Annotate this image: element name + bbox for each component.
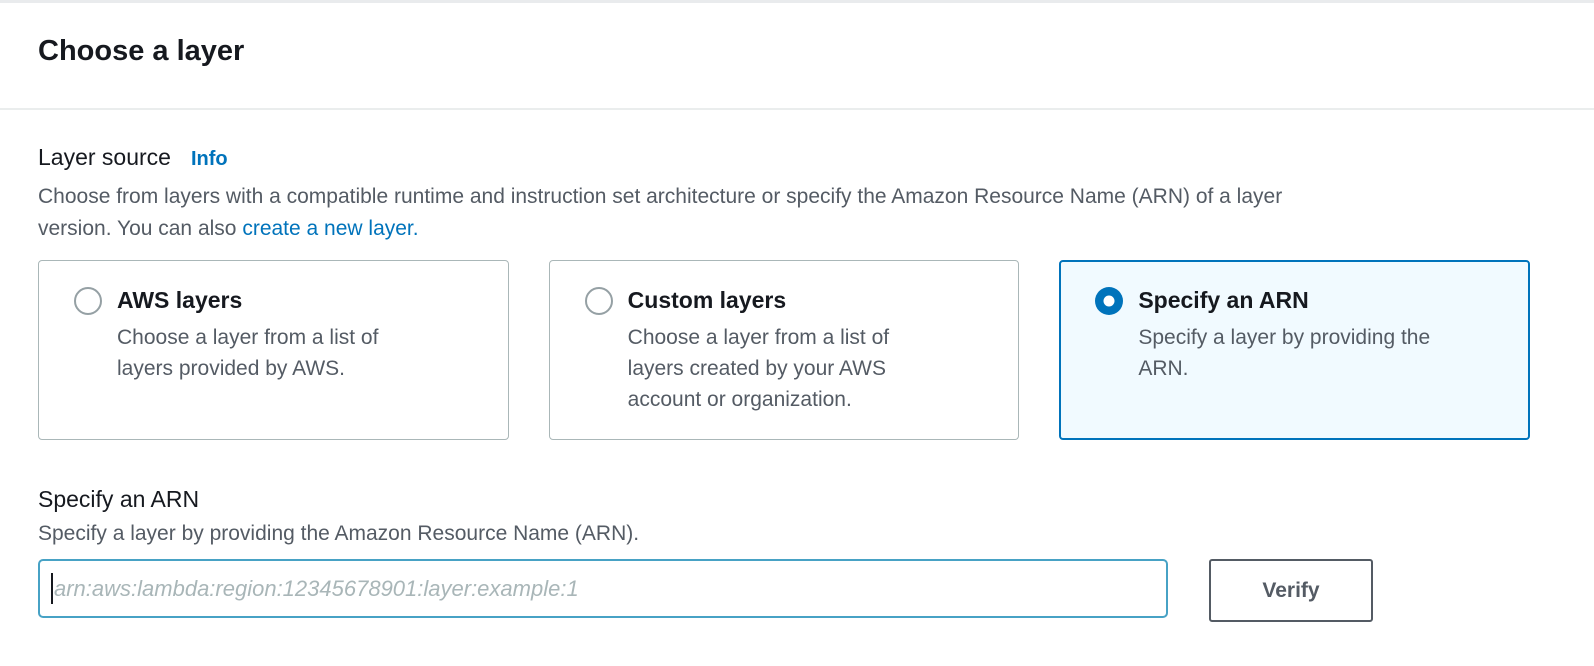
layer-source-options: AWS layers Choose a layer from a list of… xyxy=(38,260,1530,440)
option-text: Specify an ARN Specify a layer by provid… xyxy=(1138,285,1450,384)
layer-source-description: Choose from layers with a compatible run… xyxy=(38,181,1530,245)
panel-top-edge xyxy=(0,0,1594,3)
arn-input[interactable] xyxy=(38,559,1168,618)
layer-source-label-row: Layer source Info xyxy=(38,144,1530,171)
layer-source-label: Layer source xyxy=(38,144,171,170)
arn-input-row: Verify xyxy=(38,559,1530,622)
text-caret xyxy=(51,573,53,604)
create-new-layer-link[interactable]: create a new layer. xyxy=(242,217,419,240)
option-card-aws-layers[interactable]: AWS layers Choose a layer from a list of… xyxy=(38,260,509,440)
verify-button[interactable]: Verify xyxy=(1209,559,1373,622)
page-title: Choose a layer xyxy=(38,35,245,67)
layer-source-description-line2: version. You can also xyxy=(38,217,237,240)
option-text: Custom layers Choose a layer from a list… xyxy=(628,285,940,415)
radio-selected-icon[interactable] xyxy=(1095,287,1124,315)
radio-icon[interactable] xyxy=(584,287,613,315)
option-card-custom-layers[interactable]: Custom layers Choose a layer from a list… xyxy=(548,260,1020,440)
option-description: Choose a layer from a list of layers cre… xyxy=(627,326,890,411)
arn-input-wrap xyxy=(38,559,1168,618)
option-card-specify-arn[interactable]: Specify an ARN Specify a layer by provid… xyxy=(1059,260,1530,440)
layer-source-description-line1: Choose from layers with a compatible run… xyxy=(38,185,1283,208)
specify-arn-description: Specify a layer by providing the Amazon … xyxy=(38,522,640,545)
option-title: Custom layers xyxy=(627,287,787,313)
option-title: Specify an ARN xyxy=(1138,287,1309,313)
panel-header: Choose a layer xyxy=(0,3,1594,110)
specify-arn-title: Specify an ARN xyxy=(38,486,200,512)
panel-body: Layer source Info Choose from layers wit… xyxy=(0,110,1594,622)
info-link[interactable]: Info xyxy=(190,148,228,170)
radio-icon[interactable] xyxy=(74,287,102,315)
option-title: AWS layers xyxy=(117,287,243,313)
option-description: Specify a layer by providing the ARN. xyxy=(1138,326,1431,380)
option-description: Choose a layer from a list of layers pro… xyxy=(117,326,379,380)
option-text: AWS layers Choose a layer from a list of… xyxy=(117,285,429,384)
